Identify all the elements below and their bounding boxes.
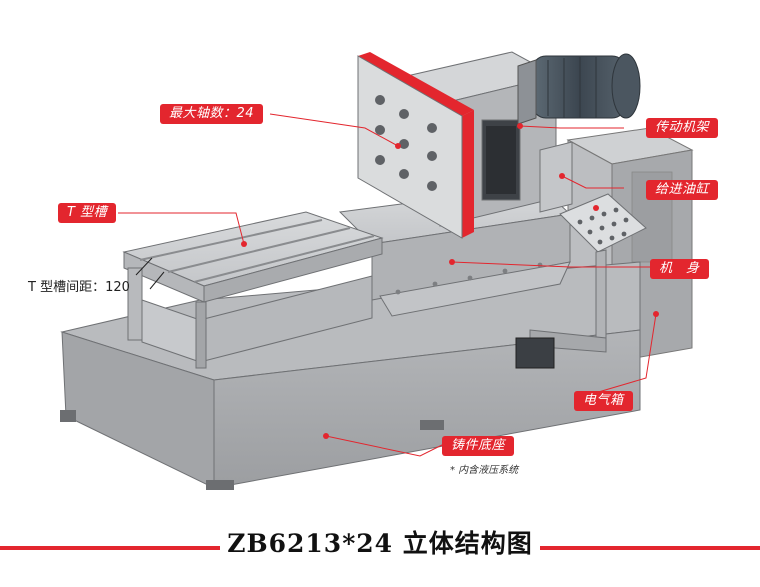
leader-dots	[241, 123, 659, 439]
control-panel	[515, 193, 647, 369]
label-drive-frame: 传动机架	[646, 118, 719, 138]
diagram-title: ZB6213*24 立体结构图	[227, 529, 533, 558]
label-cast-base-note: * 内含液压系统	[450, 465, 519, 476]
label-t-slot: T 型槽	[58, 203, 117, 223]
title-bar-right	[540, 546, 760, 550]
spindle-plate	[357, 52, 474, 239]
label-max-axes: 最大轴数：24	[160, 104, 264, 124]
label-cast-base: 铸件底座	[442, 436, 515, 456]
label-machine-body: 机 身	[650, 259, 709, 279]
t-slot-workbench	[122, 211, 384, 369]
motor	[517, 53, 641, 125]
leader-lines	[118, 113, 657, 457]
title-bar-left	[0, 546, 220, 550]
label-t-slot-spacing: T 型槽间距：120	[28, 280, 130, 295]
label-feed-cylinder: 给进油缸	[646, 180, 719, 200]
label-electric-box: 电气箱	[574, 391, 633, 411]
